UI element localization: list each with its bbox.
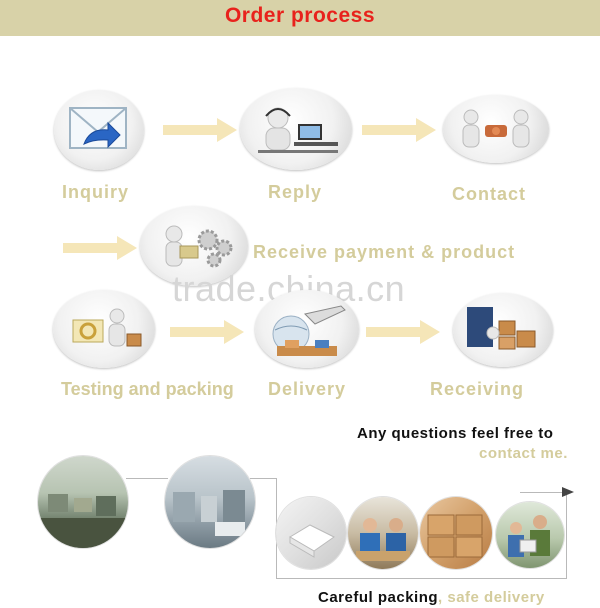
step-inquiry-icon (54, 90, 144, 170)
step-label-receiving: Receiving (430, 379, 525, 399)
delivery-photo (496, 502, 564, 568)
arrow-right-icon (366, 320, 440, 344)
caption-separator: , (438, 589, 443, 606)
connector-line (520, 492, 567, 579)
step-receiving-icon (453, 293, 553, 367)
factory-photo-1 (38, 456, 128, 548)
questions-line-2: contact me. (479, 445, 568, 462)
step-payment-icon (140, 206, 248, 286)
arrow-right-icon (362, 118, 436, 142)
bottom-caption: Careful packing, safe delivery (318, 589, 545, 606)
caption-safe-delivery: safe delivery (442, 589, 545, 606)
connector-line (276, 578, 566, 579)
arrow-right-icon (170, 320, 244, 344)
step-delivery-icon (255, 290, 359, 368)
step-reply-icon (240, 88, 352, 170)
packing-photo-1 (276, 497, 346, 569)
page-title: Order process (224, 4, 376, 27)
questions-line-1: Any questions feel free to (357, 425, 554, 442)
step-label-delivery: Delivery (268, 379, 347, 399)
packing-photo-2 (348, 497, 418, 569)
step-label-inquiry: Inquiry (62, 182, 130, 202)
caption-careful-packing: Careful packing (318, 589, 439, 606)
step-label-testing: Testing and packing (61, 379, 234, 399)
factory-photo-2 (165, 456, 255, 548)
step-label-reply: Reply (268, 182, 323, 202)
arrow-right-icon (63, 236, 137, 260)
arrow-right-icon (163, 118, 237, 142)
step-label-contact: Contact (452, 184, 526, 204)
step-contact-icon (443, 95, 549, 163)
packing-photo-3 (420, 497, 492, 569)
step-label-receive-payment: Receive payment & product (253, 242, 516, 262)
connector-arrowhead-icon (562, 487, 574, 497)
header-bar (0, 0, 600, 36)
step-testing-icon (53, 290, 155, 368)
connector-line (126, 478, 168, 479)
